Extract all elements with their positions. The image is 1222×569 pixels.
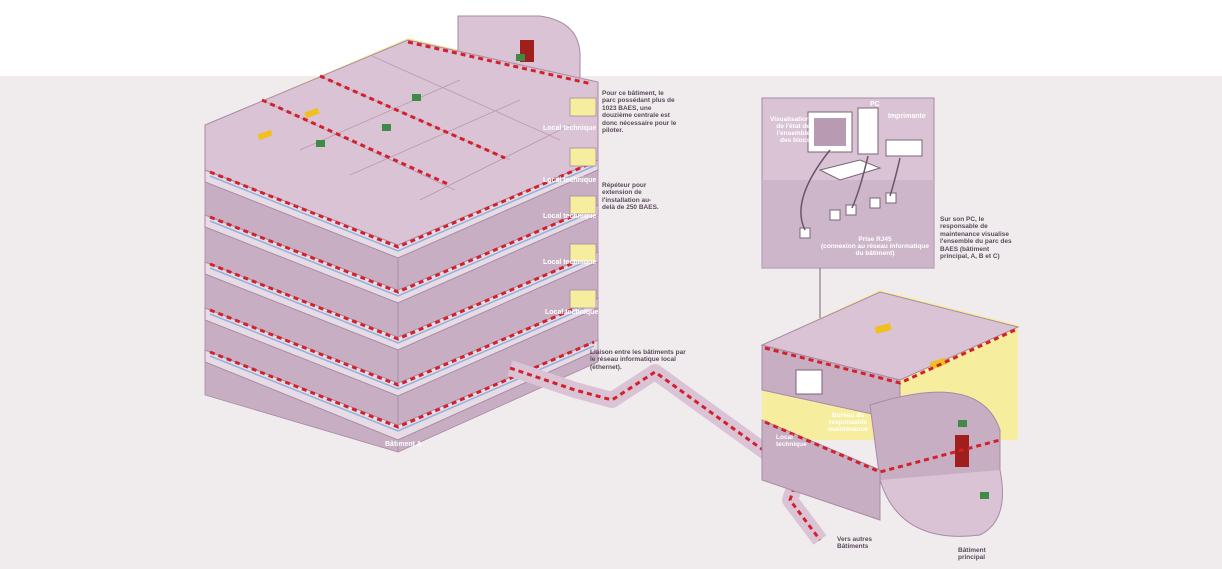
local-technique-label-1: Local technique	[543, 125, 596, 132]
local-technique-rooms	[569, 97, 597, 309]
local-technique-label-5: Local technique	[545, 309, 598, 316]
building-a: Local technique Local technique Local te…	[204, 15, 599, 453]
exit-sign	[412, 94, 421, 101]
visualisation-label-box: Visualisation de l'état de l'ensemble de…	[770, 116, 810, 145]
main-local-technique-label: Local technique	[776, 434, 807, 449]
main-exit-sign	[958, 420, 967, 427]
baes-cables-a	[209, 40, 595, 429]
main-desk-pc	[795, 369, 823, 395]
pc-detail-inset: PC Imprimante Visualisation de l'état de…	[761, 97, 935, 358]
exit-sign	[516, 54, 525, 61]
printer	[885, 139, 923, 157]
background-band	[0, 76, 1222, 569]
note-vers-autres: Vers autres Bâtiments	[837, 536, 873, 551]
main-base	[879, 469, 1003, 537]
main-cable	[764, 328, 1016, 385]
main-exit-sign-2	[980, 492, 989, 499]
main-building: Bureau du responsable maintenance Local …	[760, 290, 1020, 537]
main-cable-2	[764, 420, 1001, 474]
batiment-principal-label: Bâtiment principal	[958, 547, 986, 562]
keyboard	[818, 159, 882, 181]
visualisation-label: Visualisation de l'état de l'ensemble de…	[770, 116, 810, 145]
rj45-label-box: Prise RJ45 (connexion au réseau informat…	[821, 236, 929, 258]
bureau-label-box: Bureau du responsable maintenance	[828, 412, 868, 434]
roof-slab	[204, 39, 599, 246]
building-a-facades	[204, 169, 599, 453]
baes-block	[304, 107, 320, 119]
note-liaison: Liaison entre les bâtiments par le résea…	[590, 349, 686, 371]
bus-cables-a	[209, 165, 595, 432]
rj45-label: Prise RJ45	[858, 236, 892, 243]
local-technique-label-3: Local technique	[543, 213, 596, 220]
bureau-label: Bureau du responsable maintenance	[828, 412, 868, 434]
main-local-technique-box: Local technique	[776, 434, 807, 449]
pc-cables	[800, 149, 901, 231]
note-repeteur: Répéteur pour extension de l'installatio…	[602, 182, 659, 212]
rj45-detail: (connexion au réseau informatique du bât…	[821, 243, 929, 258]
batiment-a-label: Bâtiment A	[385, 441, 422, 448]
baes-block	[257, 129, 273, 141]
pc-label: PC	[870, 101, 880, 108]
main-baes-block-2	[929, 357, 947, 370]
note-central: Pour ce bâtiment, le parc possédant plus…	[602, 90, 677, 135]
monitor-screen	[814, 118, 846, 146]
pc-tower	[857, 107, 879, 155]
local-technique-label-4: Local technique	[543, 259, 596, 266]
note-sur-son-pc: Sur son PC, le responsable de maintenanc…	[940, 216, 1012, 261]
exit-sign	[316, 140, 325, 147]
main-baes-block	[874, 323, 892, 334]
printer-label: Imprimante	[888, 113, 926, 120]
exit-sign	[382, 124, 391, 131]
local-technique-label-2: Local technique	[543, 177, 596, 184]
